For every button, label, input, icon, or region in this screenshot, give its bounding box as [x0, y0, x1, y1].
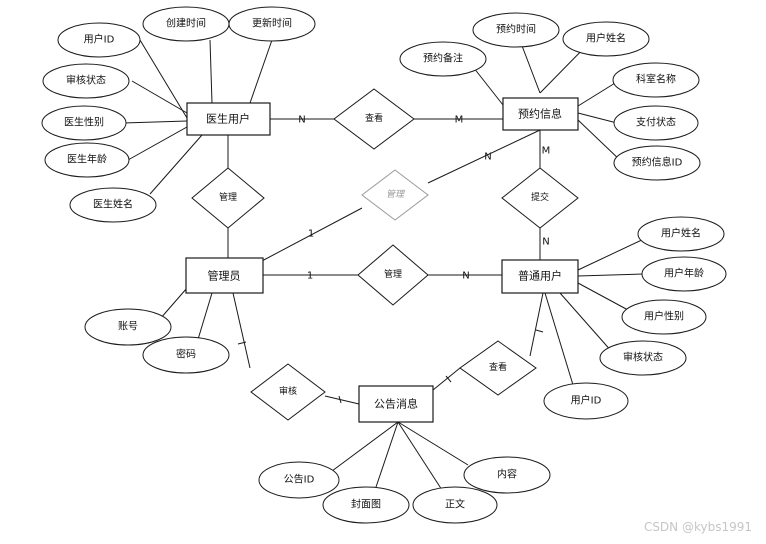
attribute-user-id: 用户ID: [543, 382, 629, 420]
cardinality-submit-user-n: N: [542, 237, 549, 248]
relationship-view-doctor-appointment: 查看: [333, 88, 415, 150]
connector-lines: [123, 29, 647, 491]
entity-label: 医生用户: [206, 112, 250, 126]
attribute-label: 预约备注: [423, 52, 463, 65]
attribute-doctor-audit-status: 审核状态: [42, 63, 130, 99]
cardinality-appointment-manage-n: N: [484, 152, 491, 163]
attribute-doctor-age: 医生年龄: [44, 142, 130, 178]
entity-label: 普通用户: [518, 269, 562, 283]
attribute-label: 内容: [497, 468, 517, 481]
attribute-label: 用户姓名: [661, 227, 701, 240]
connector-ticks: [237, 329, 544, 404]
attribute-label: 审核状态: [623, 351, 663, 364]
attribute-user-gender: 用户性别: [621, 299, 707, 335]
relationship-label: 管理: [219, 191, 237, 203]
attribute-label: 预约信息ID: [632, 156, 683, 169]
attribute-doctor-created-time: 创建时间: [142, 6, 230, 42]
relationship-view-announcement: 查看: [459, 340, 537, 396]
entity-label: 预约信息: [518, 107, 562, 121]
relationship-label: 查看: [365, 112, 383, 124]
watermark: CSDN @kybs1991: [644, 520, 752, 534]
attribute-label: 科室名称: [636, 73, 676, 86]
relationship-label: 审核: [279, 385, 297, 397]
attribute-announcement-body: 正文: [412, 486, 498, 524]
attribute-label: 创建时间: [166, 17, 206, 30]
attribute-user-audit-status: 审核状态: [599, 340, 687, 376]
attribute-label: 医生年龄: [67, 153, 107, 166]
attribute-label: 更新时间: [252, 17, 292, 30]
entity-label: 管理员: [208, 269, 241, 283]
attribute-appointment-user-name: 用户姓名: [562, 21, 650, 57]
attribute-label: 用户ID: [571, 394, 602, 407]
cardinality-labels: N M N 1 M N 1 N: [298, 115, 550, 282]
attribute-appointment-time: 预约时间: [472, 12, 560, 48]
attribute-announcement-content: 内容: [463, 456, 551, 494]
attribute-announcement-cover: 封面图: [322, 486, 410, 524]
attribute-label: 密码: [176, 348, 196, 361]
attribute-user-name: 用户姓名: [637, 216, 725, 252]
entity-appointment-info: 预约信息: [502, 97, 579, 131]
attribute-user-age: 用户年龄: [641, 256, 727, 292]
attribute-doctor-user-id: 用户ID: [57, 22, 141, 58]
attribute-admin-password: 密码: [142, 336, 230, 374]
attribute-label: 账号: [118, 321, 138, 333]
relationship-label: 提交: [531, 191, 549, 203]
cardinality-appointment-submit-m: M: [542, 146, 551, 157]
entity-label: 公告消息: [374, 397, 418, 411]
entity-announcement: 公告消息: [358, 385, 434, 423]
attribute-label: 用户姓名: [586, 32, 626, 45]
relationship-submit: 提交: [501, 167, 579, 229]
cardinality-admin-user-1: 1: [307, 271, 313, 282]
relationship-label: 管理: [384, 268, 402, 280]
relationship-label: 查看: [489, 361, 507, 373]
relationship-manage-doctor: 管理: [191, 167, 265, 229]
attribute-label: 预约时间: [496, 23, 536, 36]
attribute-label: 用户ID: [84, 33, 115, 46]
entity-doctor-user: 医生用户: [186, 102, 271, 136]
attribute-admin-account: 账号: [84, 308, 172, 346]
cardinality-manage-user-n: N: [462, 271, 469, 282]
attribute-doctor-name: 医生姓名: [69, 187, 157, 223]
cardinality-view-appointment-m: M: [455, 115, 464, 126]
attribute-payment-status: 支付状态: [613, 105, 699, 141]
relationship-label: 管理: [386, 189, 406, 200]
relationship-manage-user: 管理: [357, 244, 429, 306]
attribute-doctor-updated-time: 更新时间: [228, 6, 316, 42]
attribute-appointment-id: 预约信息ID: [613, 145, 701, 181]
relationship-manage-appointment: 管理: [361, 169, 429, 221]
attribute-label: 用户年龄: [664, 267, 704, 280]
attribute-label: 支付状态: [636, 116, 676, 129]
attribute-label: 审核状态: [66, 74, 106, 87]
cardinality-doctor-view-n: N: [298, 115, 305, 126]
relationship-audit: 审核: [250, 363, 326, 421]
attribute-department-name: 科室名称: [612, 62, 700, 98]
attribute-label: 封面图: [351, 498, 381, 511]
entity-normal-user: 普通用户: [501, 259, 579, 294]
attribute-label: 正文: [445, 498, 465, 511]
attribute-label: 医生姓名: [93, 198, 133, 211]
attribute-label: 用户性别: [644, 310, 684, 323]
cardinality-admin-manage-1: 1: [308, 229, 314, 240]
attribute-doctor-gender: 医生性别: [41, 105, 127, 141]
entity-admin: 管理员: [185, 257, 264, 294]
attribute-label: 医生性别: [64, 116, 104, 129]
attribute-announcement-id: 公告ID: [258, 461, 340, 499]
attribute-appointment-remark: 预约备注: [399, 41, 487, 77]
attribute-label: 公告ID: [284, 473, 315, 486]
